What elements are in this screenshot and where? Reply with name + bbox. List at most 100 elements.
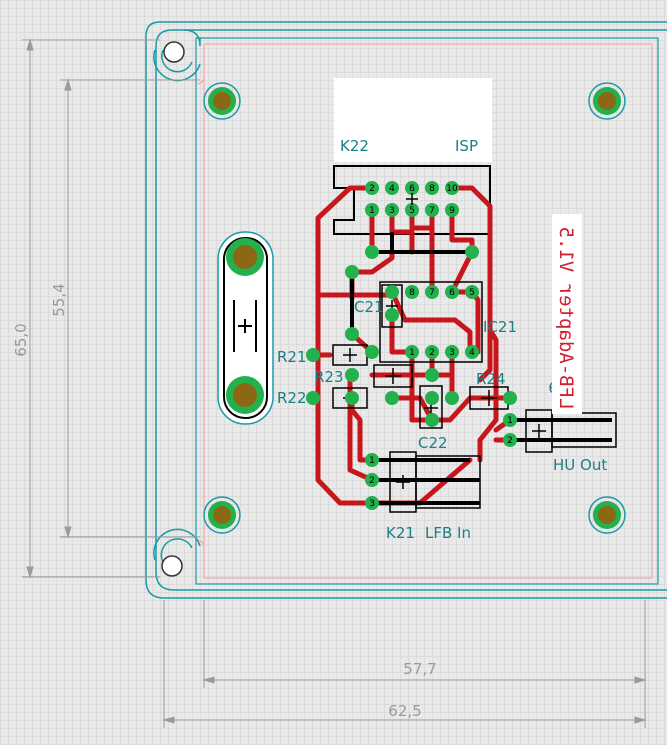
isp-pad-5: 5 (405, 203, 419, 217)
svg-text:1: 1 (369, 456, 375, 466)
svg-text:6: 6 (409, 184, 415, 194)
corner-hole-top (163, 41, 185, 63)
ic-pad-2: 2 (425, 345, 439, 359)
svg-text:5: 5 (469, 288, 475, 298)
svg-text:3: 3 (389, 206, 395, 216)
isp-pad-1: 1 (365, 203, 379, 217)
ic-pad-1: 1 (405, 345, 419, 359)
isp-pad-9: 9 (445, 203, 459, 217)
r22-label: R22 (277, 389, 307, 407)
svg-text:2: 2 (369, 476, 375, 486)
board-outline (145, 21, 667, 599)
k9-name-label: HU Out (553, 456, 607, 474)
isp-pad-8: 8 (425, 181, 439, 195)
isp-pad-7: 7 (425, 203, 439, 217)
r24-pad (503, 391, 517, 405)
r21-pad (365, 345, 379, 359)
r23-label: R23 (314, 368, 344, 386)
ic21-outline (379, 281, 483, 363)
ic-pad-3: 3 (445, 345, 459, 359)
ic21-label: IC21 (483, 318, 517, 336)
svg-text:7: 7 (429, 206, 435, 216)
svg-text:9: 9 (449, 206, 455, 216)
r22-pad (345, 391, 359, 405)
isp-pad-6: 6 (405, 181, 419, 195)
svg-text:7: 7 (429, 288, 435, 298)
isp-name-label: ISP (455, 137, 478, 155)
isp-pad-2: 2 (365, 181, 379, 195)
svg-text:3: 3 (449, 348, 455, 358)
svg-text:8: 8 (409, 288, 415, 298)
svg-text:4: 4 (469, 348, 475, 358)
mounting-hole-top-right (588, 82, 626, 120)
r21-pad (306, 348, 320, 362)
k21-ref-label: K21 (386, 524, 415, 542)
r23-pad (345, 368, 359, 382)
svg-text:2: 2 (429, 348, 435, 358)
svg-text:1: 1 (507, 416, 513, 426)
k9-pad-1: 1 (503, 413, 517, 427)
mounting-hole-bottom-left (203, 496, 241, 534)
ic-pad-8: 8 (405, 285, 419, 299)
r24-pad (445, 391, 459, 405)
c21-pad (385, 308, 399, 322)
via (345, 327, 359, 341)
svg-text:8: 8 (429, 184, 435, 194)
mounting-holes (203, 82, 626, 534)
c21-pad (385, 285, 399, 299)
svg-text:1: 1 (409, 348, 415, 358)
oval-component (217, 231, 274, 425)
svg-text:3: 3 (369, 499, 375, 509)
r21-label: R21 (277, 348, 307, 366)
r22-pad (385, 391, 399, 405)
ic-pad-6: 6 (445, 285, 459, 299)
via (365, 245, 379, 259)
corner-hole-bottom (161, 555, 183, 577)
k21-pad-3: 3 (365, 496, 379, 510)
svg-text:1: 1 (369, 206, 375, 216)
svg-text:2: 2 (369, 184, 375, 194)
ic-pad-5: 5 (465, 285, 479, 299)
svg-text:6: 6 (449, 288, 455, 298)
k21-outline (389, 451, 481, 513)
r22-pad (306, 391, 320, 405)
isp-header-outline (333, 165, 491, 235)
svg-text:2: 2 (507, 436, 513, 446)
c22-label: C22 (418, 434, 448, 452)
isp-label-area (334, 78, 492, 162)
dim-width-outer: 62,5 (388, 702, 421, 720)
ic-pad-4: 4 (465, 345, 479, 359)
r24-label: R24 (476, 370, 506, 388)
ic-pad-7: 7 (425, 285, 439, 299)
board-title: LFB-Adapter V1.5 (555, 226, 577, 409)
dim-height-inner: 55,4 (50, 283, 68, 316)
pads: 2 4 6 8 10 1 3 5 7 9 8 7 6 5 1 2 3 4 (306, 181, 517, 510)
k21-pad-1: 1 (365, 453, 379, 467)
via (465, 245, 479, 259)
k9-outline (525, 409, 617, 453)
c22-pad (425, 413, 439, 427)
c21-label: C21 (354, 298, 384, 316)
svg-text:5: 5 (409, 206, 415, 216)
dimension-lines (22, 38, 647, 728)
isp-ref-label: K22 (340, 137, 369, 155)
k21-pad-2: 2 (365, 473, 379, 487)
mounting-hole-bottom-right (588, 496, 626, 534)
isp-center-mark (406, 193, 418, 205)
svg-text:4: 4 (389, 184, 395, 194)
corner-notches (153, 49, 201, 563)
k21-name-label: LFB In (425, 524, 471, 542)
svg-text:10: 10 (446, 184, 458, 194)
dim-width-inner: 57,7 (403, 660, 436, 678)
dim-height-outer: 65,0 (12, 323, 30, 356)
c22-pad (425, 391, 439, 405)
mounting-hole-top-left (203, 82, 241, 120)
isp-pad-10: 10 (445, 181, 459, 195)
r23-pad (425, 368, 439, 382)
board-title-box: LFB-Adapter V1.5 (552, 214, 582, 414)
isp-pad-3: 3 (385, 203, 399, 217)
k9-pad-2: 2 (503, 433, 517, 447)
isp-pad-4: 4 (385, 181, 399, 195)
via (345, 265, 359, 279)
